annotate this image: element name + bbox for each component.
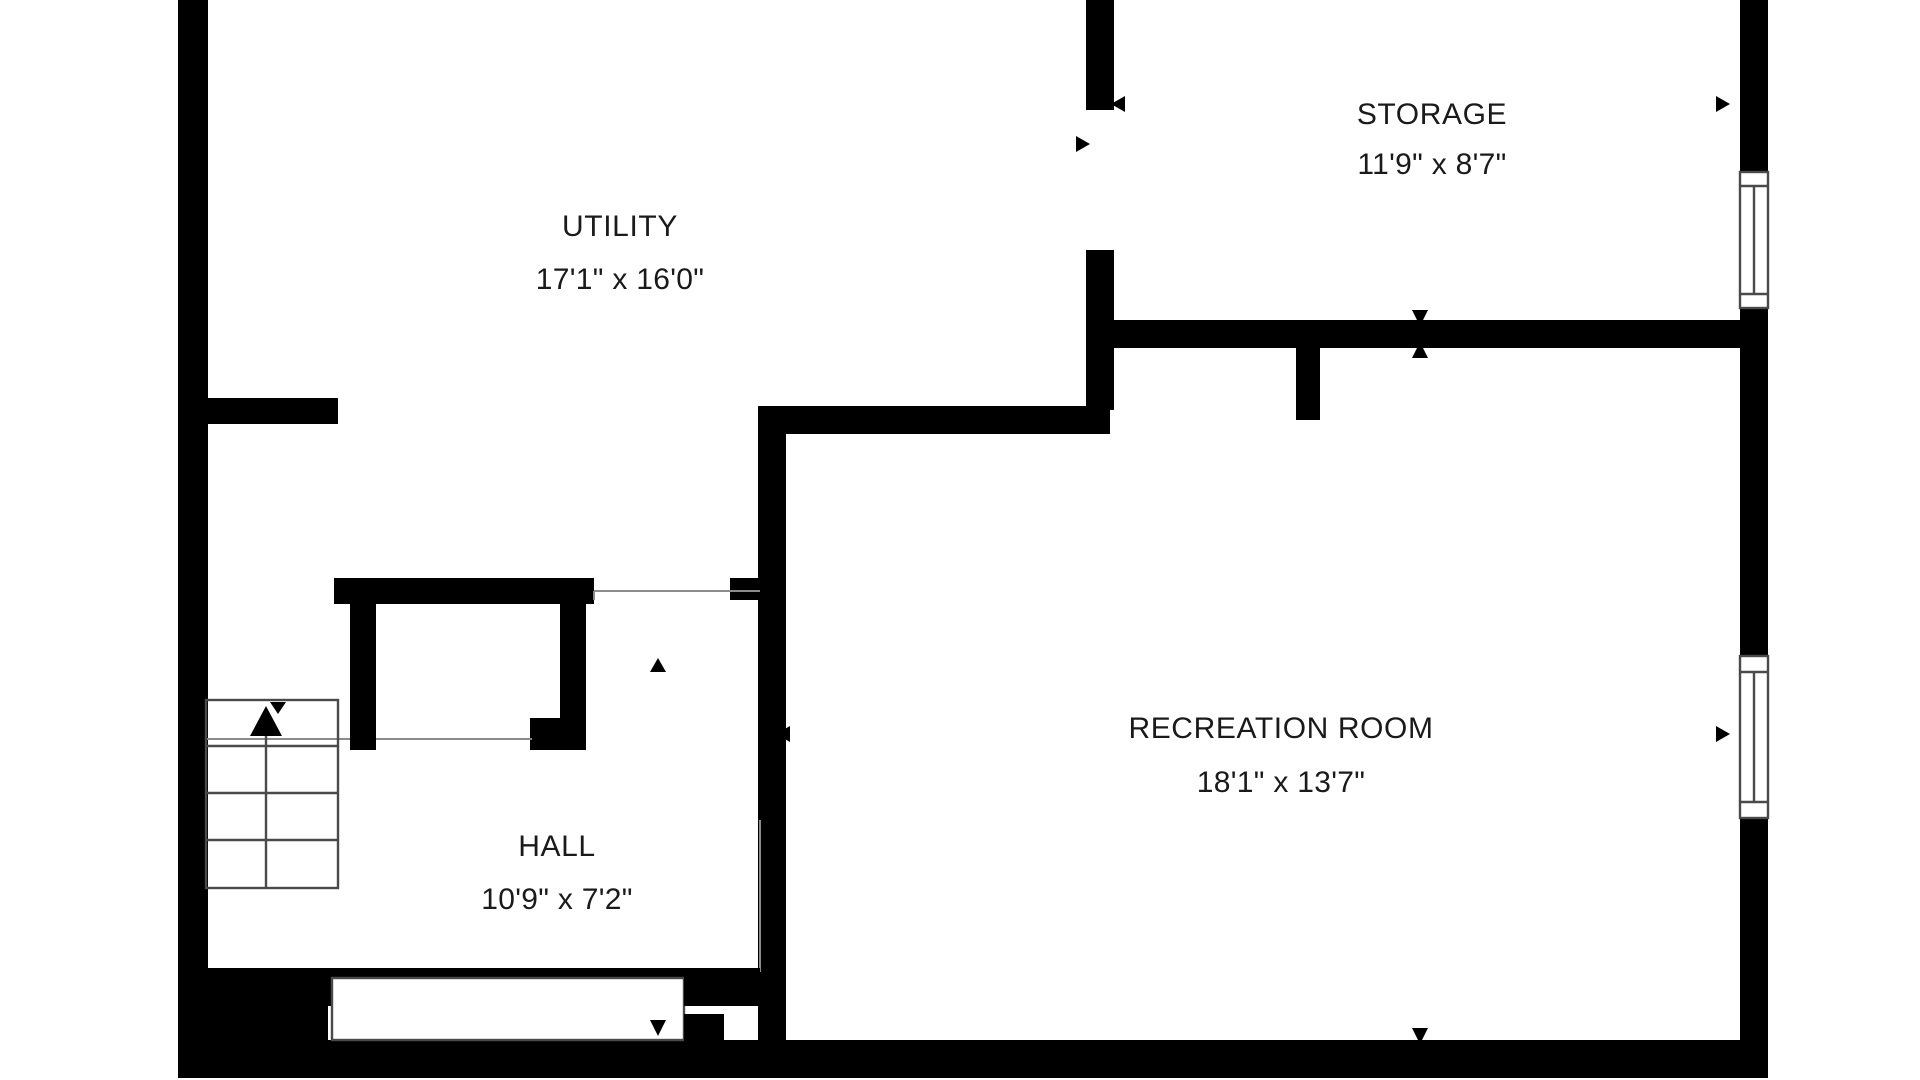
door-marker-storage-south-icon <box>1412 310 1428 326</box>
wall-closet-west <box>350 590 376 740</box>
wall-exterior-west <box>178 0 208 990</box>
wall-exterior-east-upper <box>1740 0 1768 172</box>
wall-central-vertical-upper <box>758 406 786 588</box>
wall-closet-southwest-foot <box>350 718 376 750</box>
door-marker-storage-west-icon <box>1076 136 1090 152</box>
hall-closet-enclosure <box>206 578 760 750</box>
wall-closet-southeast-foot <box>530 718 586 750</box>
room-label-recreation-room: RECREATION ROOM <box>1128 712 1433 745</box>
window-storage-east <box>1738 170 1770 310</box>
exterior-walls <box>178 0 1768 1078</box>
wall-exterior-south <box>178 1040 1768 1078</box>
south-wall-recess <box>330 968 760 1044</box>
wall-utility-west-stub <box>178 398 338 424</box>
wall-closet-north <box>334 578 594 604</box>
wall-storage-recreation-horizontal <box>1086 320 1768 348</box>
wall-storage-stub <box>1296 348 1320 420</box>
door-marker-recreation-east-icon <box>1716 726 1730 742</box>
wall-exterior-east-middle <box>1740 308 1768 656</box>
stairs-up-arrow-icon <box>250 706 282 736</box>
door-marker-storage-east-icon <box>1716 96 1730 112</box>
wall-south-recess-east-foot <box>684 1014 724 1044</box>
wall-central-vertical-middle <box>758 580 786 812</box>
door-marker-hall-south-icon <box>650 1020 666 1036</box>
interior-walls <box>178 0 1768 1044</box>
wall-exterior-east-lower <box>1740 818 1768 1078</box>
window-recreation-east <box>1738 654 1770 820</box>
door-marker-utility-west-icon <box>194 132 208 148</box>
room-label-utility: UTILITY <box>562 210 678 243</box>
wall-nib-central-west <box>730 578 760 600</box>
door-marker-utility-northeast-icon <box>1111 96 1125 112</box>
room-dims-utility: 17'1" x 16'0" <box>536 263 704 296</box>
door-marker-recreation-south-icon <box>1412 1028 1428 1044</box>
hall-thin-partitions <box>593 591 761 972</box>
room-labels: UTILITY 17'1" x 16'0" STORAGE 11'9" x 8'… <box>481 98 1507 916</box>
room-dims-storage: 11'9" x 8'7" <box>1357 148 1506 181</box>
room-dims-recreation-room: 18'1" x 13'7" <box>1197 766 1365 799</box>
room-label-hall: HALL <box>518 830 595 863</box>
room-dims-hall: 10'9" x 7'2" <box>481 883 632 916</box>
room-label-storage: STORAGE <box>1357 98 1507 131</box>
door-opening-markers <box>194 96 1730 1044</box>
stairs-up <box>204 698 340 890</box>
recess-south-opening <box>330 976 686 1042</box>
door-marker-recreation-west-icon <box>776 726 790 742</box>
door-marker-hall-north-icon <box>650 658 666 672</box>
wall-utility-south <box>758 406 1110 434</box>
door-marker-stairs-top-icon <box>270 702 286 714</box>
door-marker-recreation-north-icon <box>1412 342 1428 358</box>
wall-central-vertical-lower <box>758 812 786 1044</box>
wall-utility-storage-north <box>1086 0 1114 110</box>
wall-south-recess-east-block <box>684 968 760 1006</box>
